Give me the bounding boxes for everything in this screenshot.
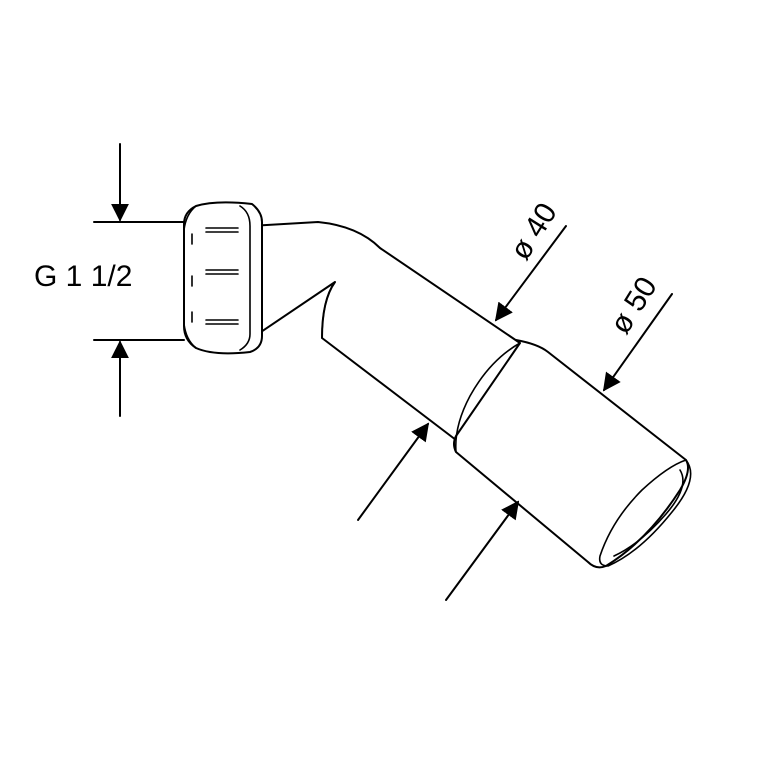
union-nut-edge	[239, 205, 251, 351]
diameter-50-label: ø 50	[604, 271, 664, 339]
sleeve-end-ellipse	[598, 459, 692, 567]
diameter-40-arrow-lower	[357, 422, 430, 521]
sleeve-end-inner-ellipse	[613, 469, 684, 557]
diameter-40-arrow-upper	[494, 225, 567, 322]
sleeve-step-edge	[454, 342, 521, 453]
union-nut-face	[183, 205, 197, 349]
diameter-40-label: ø 40	[504, 197, 564, 265]
thread-size-label: G 1 1/2	[34, 260, 132, 293]
bend-contour-line	[321, 281, 336, 339]
diameter-50-arrow-upper	[602, 293, 673, 392]
diameter-50-arrow-lower	[445, 500, 520, 601]
union-nut-ribs	[191, 227, 239, 325]
